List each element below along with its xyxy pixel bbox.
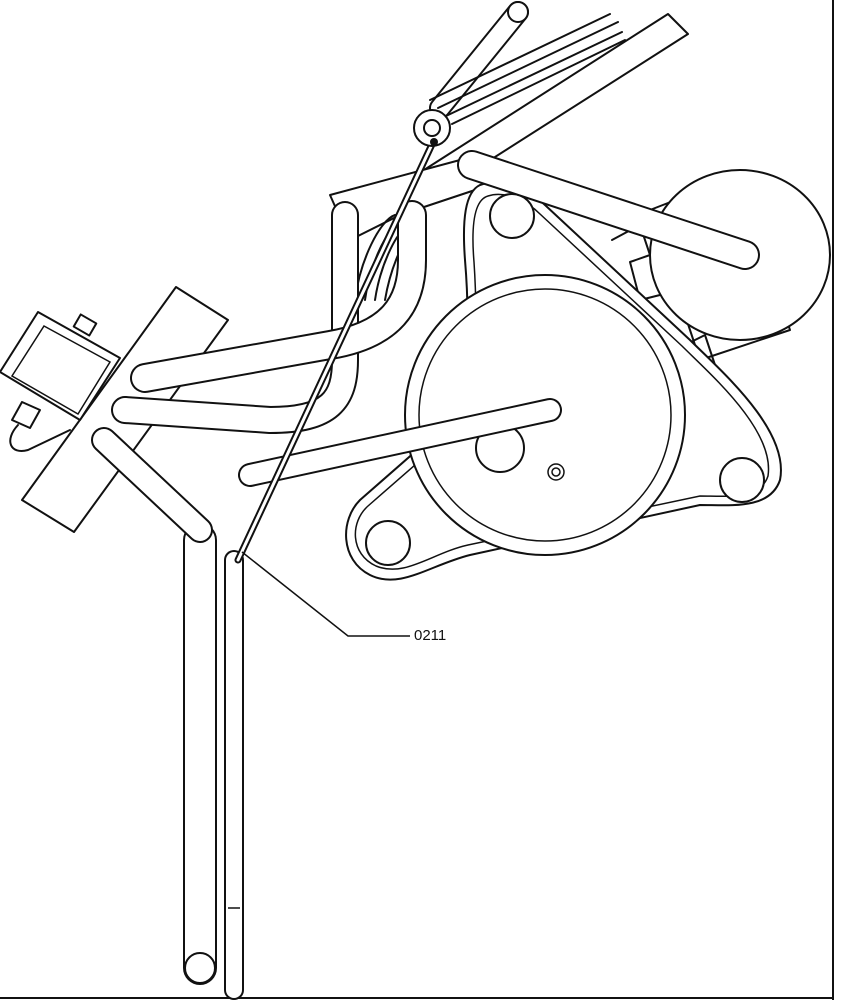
gas-spring	[429, 13, 626, 125]
callout-label: 0211	[414, 627, 446, 644]
wheel-axle-bolt	[547, 463, 565, 481]
tensioner-rod	[234, 136, 438, 564]
tube-middle-frame	[111, 201, 359, 434]
control-box	[0, 311, 121, 452]
leg-tube-left-end	[184, 952, 216, 984]
mount-hole-left	[365, 520, 411, 566]
tube-lower-diagonal	[91, 427, 213, 543]
mount-hole-right	[719, 457, 765, 503]
tube-crossbar	[238, 398, 562, 487]
leg-tube-right	[224, 550, 244, 1000]
callout-0211: 0211	[241, 551, 446, 644]
tube-motor-arm	[457, 150, 760, 270]
pivot-pin	[430, 138, 438, 146]
mount-hole-top	[489, 193, 535, 239]
top-pivot-assembly	[413, 1, 626, 147]
